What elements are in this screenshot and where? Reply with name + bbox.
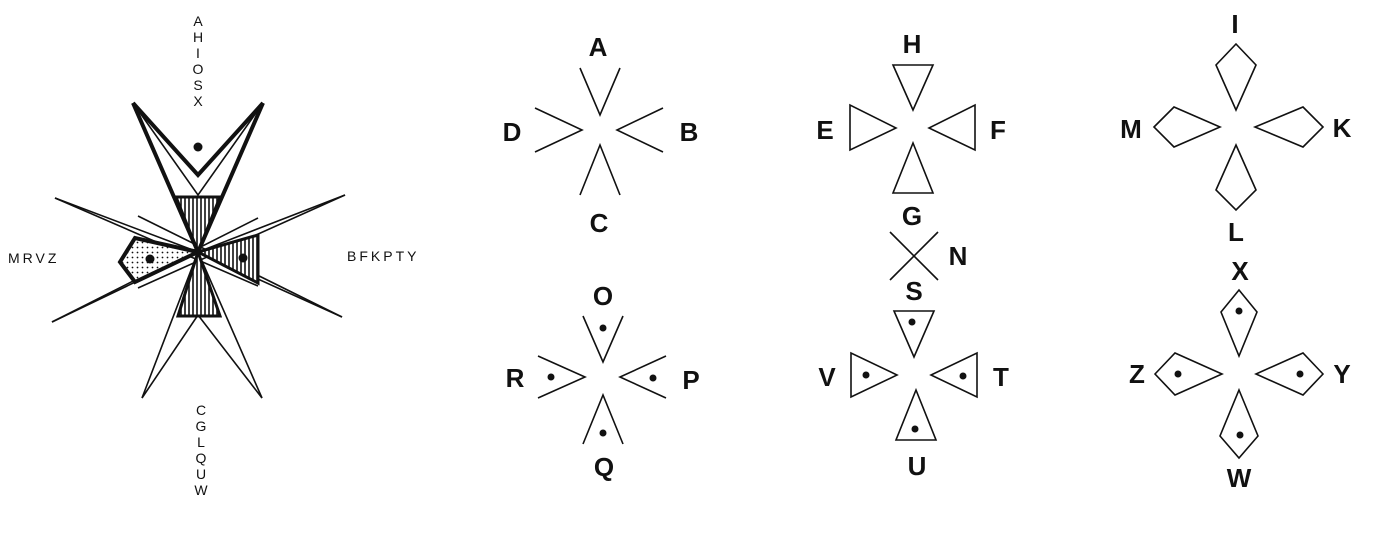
label-r: R	[506, 363, 525, 393]
key-left-letters: MRVZ	[8, 250, 59, 266]
key-right-letters: BFKPTY	[347, 248, 419, 264]
key-top-wedge	[173, 195, 223, 257]
label-k: K	[1333, 113, 1352, 143]
group-opqr	[537, 315, 667, 445]
label-x: X	[1231, 256, 1249, 286]
key-maltese-cross	[51, 101, 346, 399]
label-a: A	[589, 32, 608, 62]
label-b: B	[680, 117, 699, 147]
label-l: L	[1228, 217, 1244, 247]
key-left-wedge	[117, 235, 205, 285]
label-y: Y	[1333, 359, 1350, 389]
group-efgh	[849, 64, 976, 281]
label-i: I	[1231, 9, 1238, 39]
label-g: G	[902, 201, 922, 231]
label-w: W	[1227, 463, 1252, 493]
label-t: T	[993, 362, 1009, 392]
group-iklm	[1152, 42, 1325, 212]
label-n: N	[949, 241, 968, 271]
label-s: S	[905, 276, 922, 306]
label-z: Z	[1129, 359, 1145, 389]
group-abcd	[534, 67, 664, 196]
label-q: Q	[594, 452, 614, 482]
key-bottom-wedge	[175, 247, 223, 318]
group-wxyz	[1153, 288, 1325, 460]
label-d: D	[503, 117, 522, 147]
label-e: E	[816, 115, 833, 145]
label-v: V	[818, 362, 836, 392]
group-stuv	[850, 310, 978, 441]
label-u: U	[908, 451, 927, 481]
label-h: H	[903, 29, 922, 59]
label-p: P	[682, 365, 699, 395]
label-o: O	[593, 281, 613, 311]
label-m: M	[1120, 114, 1142, 144]
key-right-wedge	[193, 233, 260, 286]
label-f: F	[990, 115, 1006, 145]
label-c: C	[590, 208, 609, 238]
